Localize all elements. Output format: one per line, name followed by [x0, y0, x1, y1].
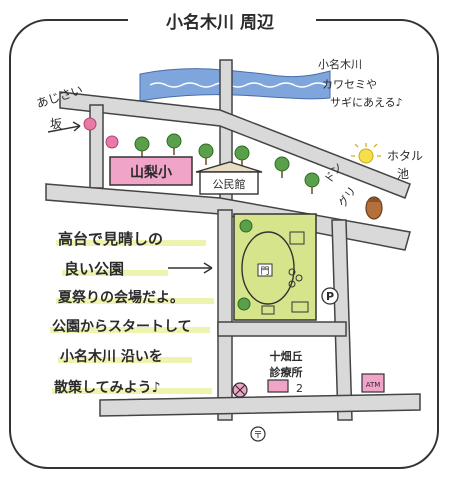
hall-label: 公民館	[213, 177, 246, 191]
flower-icon	[288, 280, 296, 288]
firefly-icon	[358, 148, 374, 164]
tree-icon	[198, 143, 214, 159]
svg-text:診療所: 診療所	[270, 365, 303, 379]
svg-text:十畑丘: 十畑丘	[270, 349, 303, 363]
tree-icon	[166, 133, 182, 149]
hydrangea-icon	[105, 135, 119, 149]
river-note: 小名木川 カワセミや サギにあえる♪	[318, 57, 403, 109]
svg-text:良い公園: 良い公園	[64, 260, 124, 278]
park: 門	[233, 213, 317, 321]
flower-icon	[288, 268, 296, 276]
acorn-icon	[365, 196, 383, 220]
parking-icon: P	[321, 287, 339, 305]
svg-text:散策してみよう♪: 散策してみよう♪	[54, 379, 161, 396]
community-hall: 公民館	[195, 161, 263, 195]
tree-icon	[239, 219, 253, 233]
flower-icon	[295, 274, 303, 282]
park-gate-label: 門	[260, 266, 269, 277]
svg-text:高台で見晴しの: 高台で見晴しの	[58, 230, 163, 248]
roads	[45, 59, 421, 421]
yamanashi-school: 山梨小	[109, 156, 193, 186]
atm: ATM	[361, 373, 385, 393]
hydrangea-icon	[83, 117, 97, 131]
tree-icon	[234, 145, 250, 161]
svg-text:小名木川 沿いを: 小名木川 沿いを	[60, 348, 163, 365]
no-entry-icon	[232, 382, 248, 398]
tree-icon	[304, 172, 320, 188]
svg-text:夏祭りの会場だよ。: 夏祭りの会場だよ。	[58, 289, 184, 306]
svg-text:公園からスタートして: 公園からスタートして	[52, 319, 192, 335]
svg-text:P: P	[326, 290, 334, 303]
map-title: 小名木川 周辺	[166, 12, 274, 33]
tree-icon	[274, 156, 290, 172]
tree-icon	[134, 136, 150, 152]
post-office-icon: 〒	[250, 426, 266, 442]
tree-icon	[237, 297, 251, 311]
firefly-pond: ホタル 池	[351, 143, 423, 181]
school-label: 山梨小	[130, 164, 172, 181]
park-callout: 高台で見晴しの 良い公園 夏祭りの会場だよ。 公園からスタートして 小名木川 沿…	[50, 230, 214, 396]
svg-text:〒: 〒	[253, 431, 262, 441]
svg-text:ホタル: ホタル	[387, 149, 423, 163]
ajisai-label-2: 坂	[50, 117, 62, 131]
svg-text:池: 池	[397, 167, 409, 181]
svg-text:小名木川: 小名木川	[318, 57, 362, 71]
tree-row	[134, 133, 320, 188]
clinic-number: 2	[296, 382, 303, 395]
clinic: 十畑丘 診療所 2	[267, 349, 303, 395]
svg-text:サギにあえる♪: サギにあえる♪	[330, 96, 403, 109]
svg-text:ATM: ATM	[366, 381, 381, 389]
svg-text:カワセミや: カワセミや	[322, 78, 377, 91]
